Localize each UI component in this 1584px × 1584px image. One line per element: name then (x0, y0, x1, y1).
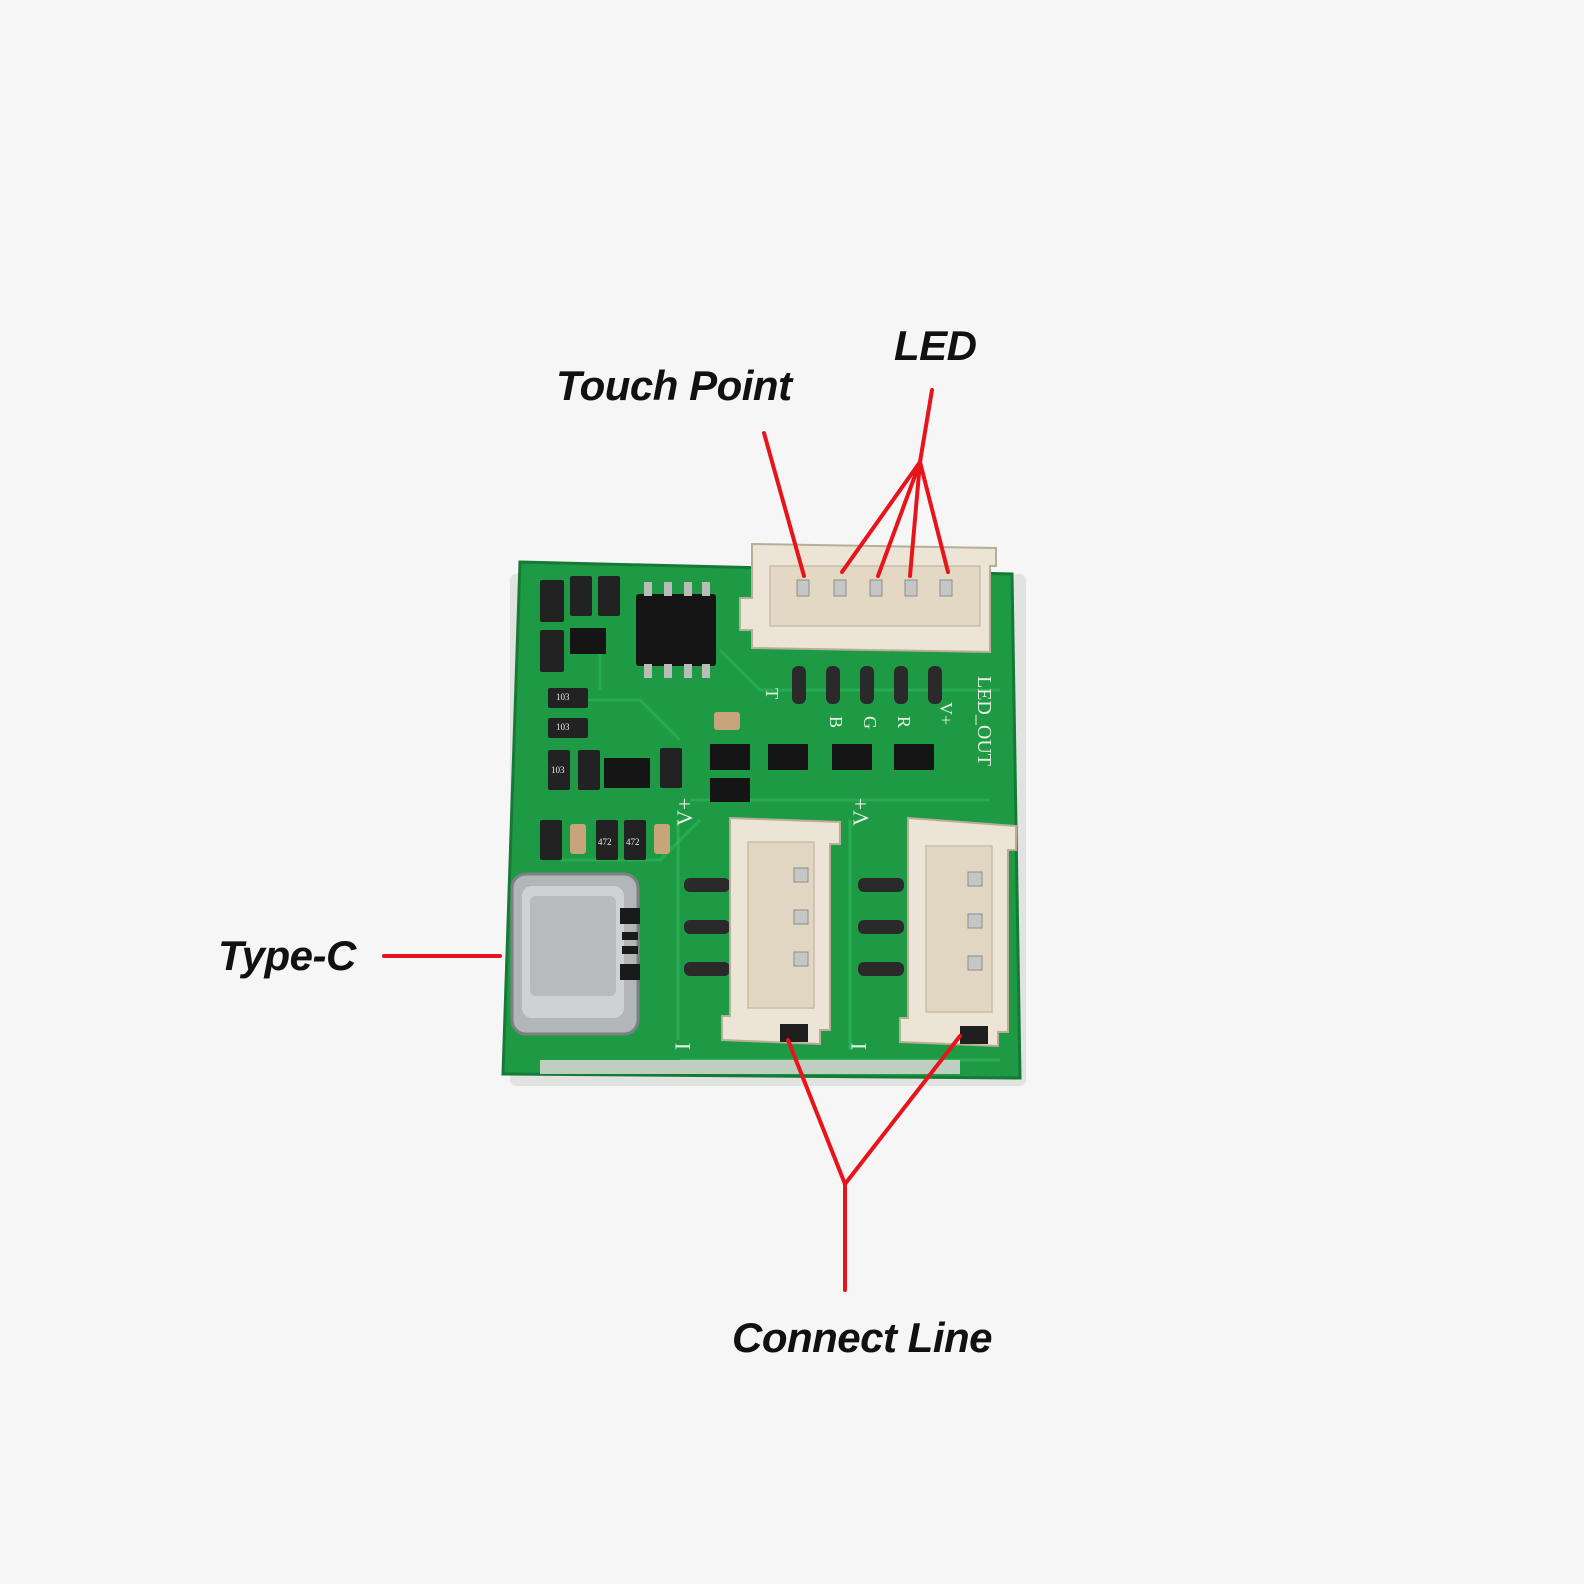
res-label-103b: 103 (556, 722, 570, 732)
silk-conn2-i: I (846, 1043, 871, 1050)
connect-branch-1 (786, 1038, 847, 1186)
touch-point-label: Touch Point (556, 362, 792, 409)
smd-components: 103 103 103 472 472 (540, 576, 740, 860)
silk-conn2-vplus: V+ (848, 798, 873, 826)
led-label: LED (894, 322, 977, 369)
type-c-label: Type-C (218, 932, 356, 979)
touch-point-line (762, 431, 806, 578)
silk-pin-b: B (826, 716, 846, 728)
connect-branch-2 (843, 1034, 962, 1186)
res-label-472a: 472 (598, 837, 612, 847)
connect-line-connector-1: V+ I (670, 798, 841, 1050)
silk-conn1-vplus: V+ (672, 798, 697, 826)
silk-led-out: LED_OUT (973, 676, 995, 766)
connect-line-label: Connect Line (732, 1314, 993, 1361)
res-label-472b: 472 (626, 837, 640, 847)
callout-lines (382, 388, 962, 1292)
silk-conn1-i: I (670, 1043, 695, 1050)
led-branch-vplus (918, 460, 950, 574)
silk-pin-t: T (762, 688, 782, 699)
sot23-transistors (570, 628, 934, 802)
ic-chip (636, 582, 716, 678)
res-label-103c: 103 (551, 765, 565, 775)
usb-type-c-port (510, 872, 640, 1036)
silk-pin-r: R (894, 716, 914, 728)
res-label-103a: 103 (556, 692, 570, 702)
silk-pin-vplus: V+ (936, 702, 956, 725)
connect-line-connector-2: V+ I (846, 798, 1017, 1050)
silk-pin-g: G (860, 716, 880, 729)
led-branch-r (908, 460, 922, 578)
led-branch-b (840, 460, 922, 574)
led-branch-g (876, 460, 922, 578)
led-stem-line (918, 388, 934, 464)
